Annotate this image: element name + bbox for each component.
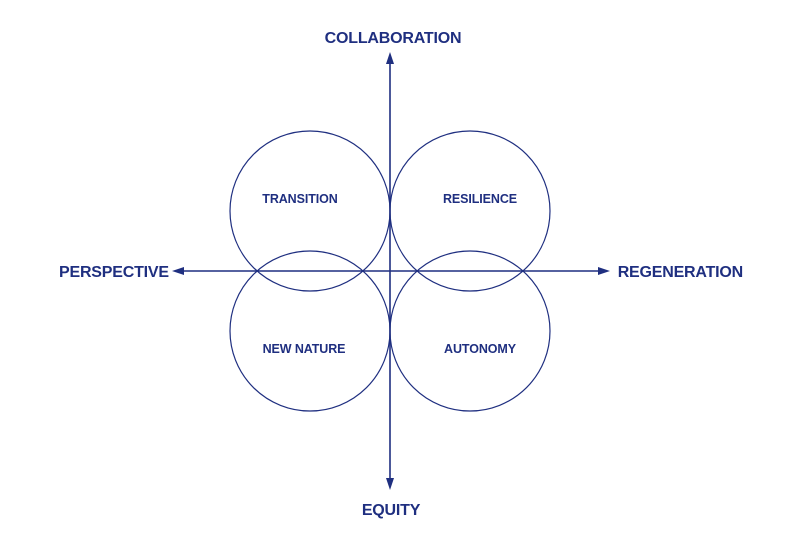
arrow-down-icon <box>386 478 394 490</box>
axis-label-bottom: EQUITY <box>362 502 421 519</box>
circle-top-right <box>389 130 551 292</box>
arrow-right-icon <box>598 267 610 275</box>
arrow-left-icon <box>172 267 184 275</box>
quadrant-label-top-right: RESILIENCE <box>443 192 517 206</box>
arrow-up-icon <box>386 52 394 64</box>
axis-label-left: PERSPECTIVE <box>59 264 169 281</box>
quadrant-label-bottom-right: AUTONOMY <box>444 342 517 356</box>
circle-bottom-right <box>389 250 551 412</box>
axis-label-right: REGENERATION <box>618 264 743 281</box>
circle-top-left <box>229 130 391 292</box>
axis-label-top: COLLABORATION <box>325 30 462 47</box>
circle-bottom-left <box>229 250 391 412</box>
quadrant-label-bottom-left: NEW NATURE <box>263 342 346 356</box>
quadrant-label-top-left: TRANSITION <box>262 192 337 206</box>
